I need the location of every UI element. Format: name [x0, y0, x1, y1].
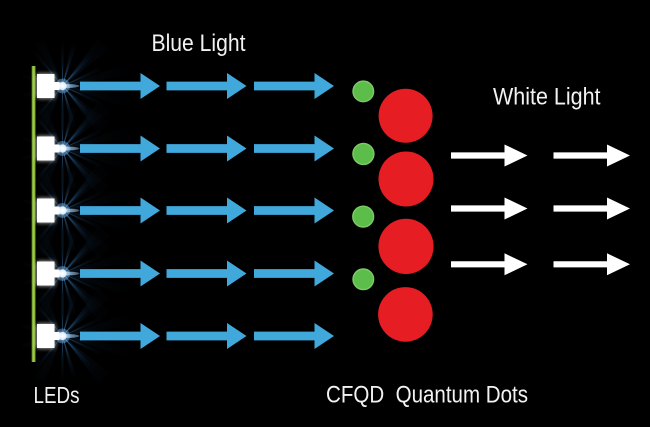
svg-text:CFQD Quantum Dots: CFQD Quantum Dots — [326, 382, 528, 409]
svg-text:White Light: White Light — [493, 84, 601, 111]
svg-text:LEDs: LEDs — [34, 382, 80, 408]
svg-text:Blue Light: Blue Light — [152, 30, 246, 57]
